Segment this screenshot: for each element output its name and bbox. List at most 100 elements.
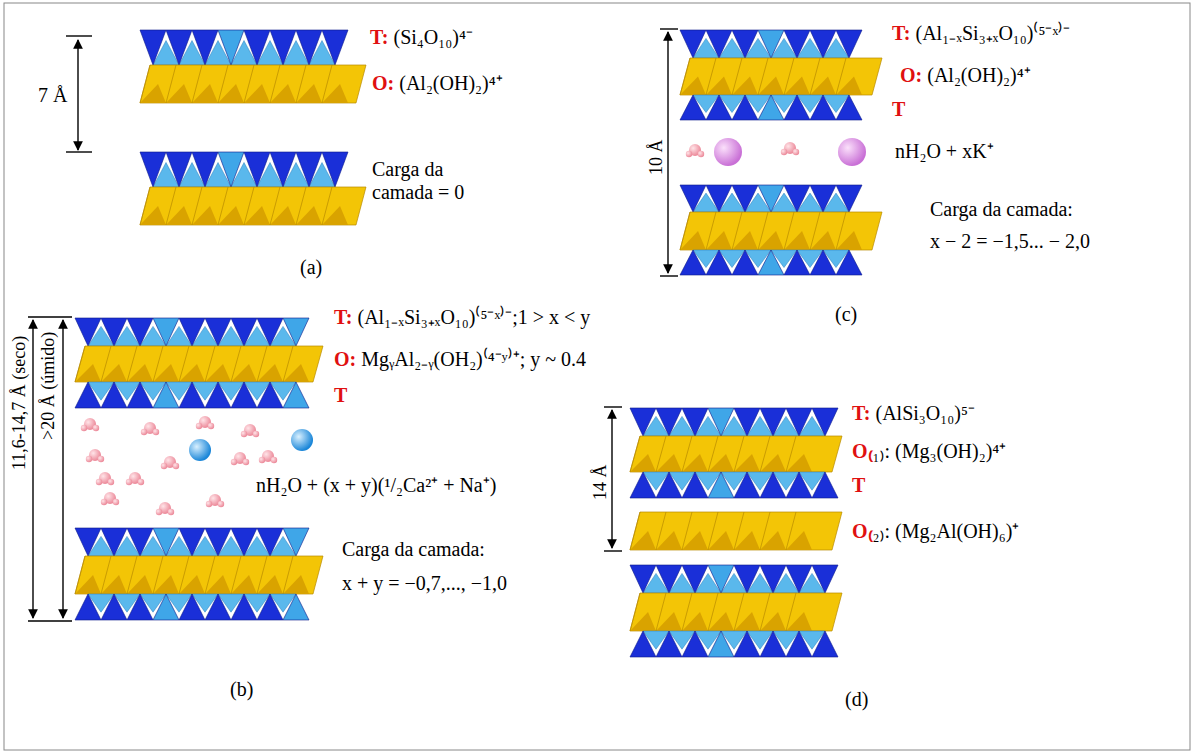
octahedral-band xyxy=(75,346,323,382)
octahedron-edge xyxy=(656,436,666,472)
tetrahedron xyxy=(836,95,862,120)
tetrahedron xyxy=(758,185,784,212)
tetrahedron xyxy=(706,30,732,58)
tetrahedron xyxy=(812,565,838,593)
octahedron-edge xyxy=(192,187,202,225)
tetrahedron xyxy=(231,318,257,346)
water-molecule xyxy=(96,472,114,485)
octahedral-band xyxy=(680,212,882,250)
octahedron-edge xyxy=(680,58,690,95)
tetrahedron xyxy=(205,528,231,556)
octahedron-edge xyxy=(706,58,716,95)
tetrahedron xyxy=(101,528,127,556)
formula-label: O: (Al₂(OH)₂)⁴⁺ xyxy=(372,72,503,95)
octahedral-sheet xyxy=(680,212,882,250)
tetrahedron xyxy=(732,95,758,120)
tetrahedral-sheet xyxy=(630,408,838,436)
tetrahedron xyxy=(784,95,810,120)
sheet-layers xyxy=(75,30,882,657)
annotation-label: (d) xyxy=(845,688,868,711)
water-molecule xyxy=(101,492,119,505)
water-molecule xyxy=(156,502,174,515)
water-molecule xyxy=(259,450,277,463)
tetrahedron xyxy=(680,185,706,212)
tetrahedron xyxy=(760,631,786,657)
octahedron-edge xyxy=(734,512,744,550)
tetrahedral-sheet xyxy=(75,318,309,346)
tetrahedron xyxy=(75,594,101,620)
tetrahedron xyxy=(630,631,656,657)
octahedron-edge xyxy=(786,436,796,472)
cation-ion xyxy=(189,439,211,461)
tetrahedral-sheet xyxy=(680,30,862,58)
tetrahedron xyxy=(179,594,205,620)
tetrahedron xyxy=(706,250,732,275)
tetrahedron xyxy=(812,408,838,436)
tetrahedron xyxy=(127,528,153,556)
annotation-label: nH₂O + xK⁺ xyxy=(895,140,994,163)
octahedron-edge xyxy=(231,556,241,594)
octahedron-edge xyxy=(810,212,820,250)
octahedron-edge xyxy=(322,187,332,225)
octahedral-sheet xyxy=(630,436,842,472)
tetrahedron xyxy=(127,382,153,408)
tetrahedron xyxy=(283,318,309,346)
tetrahedron xyxy=(836,185,862,212)
formula-label: T xyxy=(852,474,865,497)
annotation-label: x − 2 = −1,5... − 2,0 xyxy=(930,230,1090,253)
octahedron-edge xyxy=(153,556,163,594)
tetrahedron xyxy=(257,318,283,346)
tetrahedron xyxy=(296,30,322,65)
tetrahedron xyxy=(153,594,179,620)
dim-tick xyxy=(660,275,678,276)
tetrahedron xyxy=(760,565,786,593)
formula-label: T: (Al₁₋ₓSi₃₊ₓO₁₀)⁽⁵⁻ˣ⁾⁻ xyxy=(892,22,1070,45)
octahedral-sheet xyxy=(680,58,882,95)
tetrahedral-sheet xyxy=(630,472,838,498)
tetrahedron xyxy=(296,152,322,187)
octahedron-edge xyxy=(630,436,640,472)
tetrahedron xyxy=(682,631,708,657)
water-molecule xyxy=(241,424,259,437)
octahedral-band xyxy=(75,556,323,594)
water-molecule xyxy=(126,472,144,485)
tetrahedron xyxy=(257,382,283,408)
octahedral-sheet xyxy=(630,512,842,550)
tetrahedron xyxy=(75,382,101,408)
tetrahedral-sheet xyxy=(75,528,309,556)
octahedral-band xyxy=(630,436,842,472)
potassium-ion xyxy=(714,138,742,166)
tetrahedron xyxy=(758,250,784,275)
octahedral-band xyxy=(630,593,842,631)
tetrahedron xyxy=(270,30,296,65)
tetrahedron xyxy=(810,95,836,120)
frame xyxy=(4,3,1190,750)
octahedron-edge xyxy=(75,346,85,382)
octahedron-edge xyxy=(784,212,794,250)
octahedron-edge xyxy=(140,65,150,103)
potassium-ion xyxy=(838,138,866,166)
octahedron-edge xyxy=(680,212,690,250)
cation-ion xyxy=(291,429,313,451)
tetrahedron xyxy=(127,594,153,620)
tetrahedron xyxy=(680,95,706,120)
octahedron-edge xyxy=(656,593,666,631)
tetrahedral-sheet xyxy=(140,152,348,187)
dimension-arrows xyxy=(28,29,678,621)
octahedron-edge xyxy=(734,436,744,472)
tetrahedron xyxy=(244,152,270,187)
octahedron-edge xyxy=(101,346,111,382)
dim-arrow xyxy=(32,320,33,618)
water-molecule xyxy=(231,452,249,465)
octahedron-edge xyxy=(244,65,254,103)
tetrahedron xyxy=(244,30,270,65)
water-molecule xyxy=(81,418,99,431)
tetrahedron xyxy=(153,382,179,408)
formula-label: T: (AlSi₃O₁₀)⁵⁻ xyxy=(852,402,975,425)
octahedral-sheet xyxy=(140,65,366,103)
octahedron-edge xyxy=(192,65,202,103)
octahedron-edge xyxy=(706,212,716,250)
octahedron-edge xyxy=(732,58,742,95)
octahedral-band xyxy=(680,58,882,95)
